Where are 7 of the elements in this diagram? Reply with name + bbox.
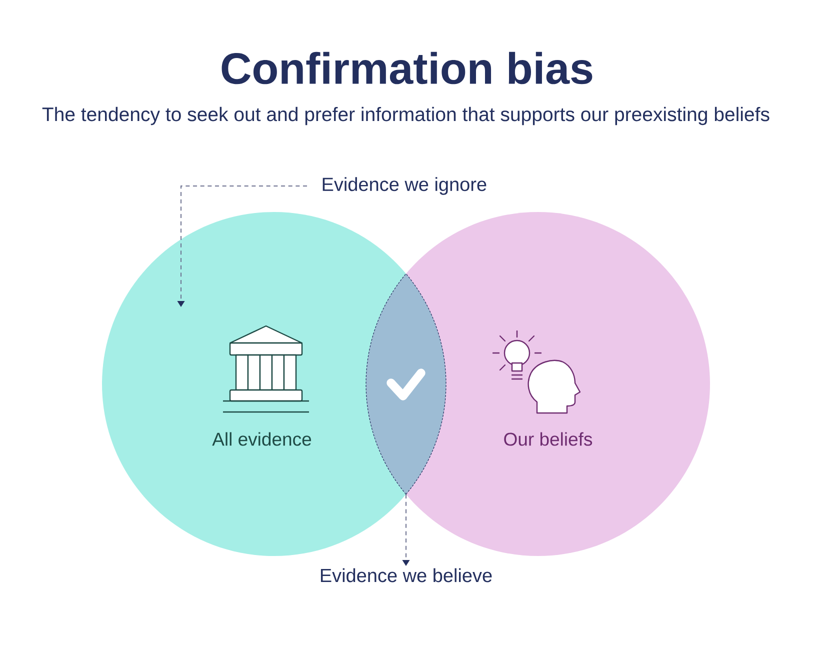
overlap-region	[366, 273, 446, 495]
set-label: Our beliefs	[504, 432, 592, 446]
callout-text: Evidence we ignore	[322, 177, 486, 195]
subtitle: The tendency to seek out and prefer information that supports our preexisting beliefs	[42, 106, 770, 126]
callout-text: Evidence we believe	[320, 568, 492, 582]
set-label: All evidence	[212, 432, 312, 446]
title: Confirmation bias	[222, 52, 592, 84]
